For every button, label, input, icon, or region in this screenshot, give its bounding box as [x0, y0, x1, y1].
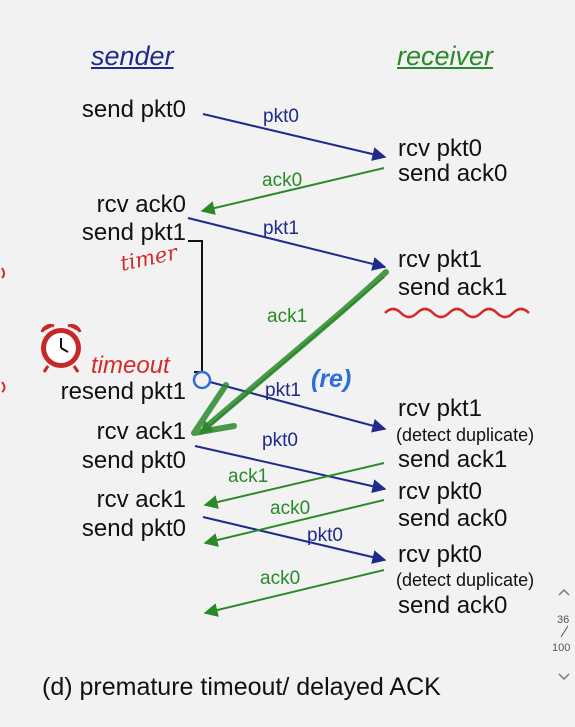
- msg-label-ack0-3: ack0: [260, 568, 301, 589]
- timer-bracket: [188, 240, 203, 373]
- receiver-event-detect-duplicate-2: (detect duplicate): [396, 570, 535, 590]
- pkt1-resend-arrow: [209, 381, 387, 433]
- msg-label-pkt1-2: pkt1: [265, 380, 301, 401]
- receiver-event-send-ack1-1: send ack1: [398, 274, 508, 301]
- receiver-event-rcv-pkt0-3: rcv pkt0: [398, 541, 483, 568]
- sender-event-rcv-ack0: rcv ack0: [96, 191, 186, 218]
- timeout-label: timeout: [91, 352, 170, 379]
- sender-header: sender: [91, 41, 174, 71]
- receiver-event-rcv-pkt1-1: rcv pkt1: [398, 246, 483, 273]
- msg-label-pkt1-1: pkt1: [263, 218, 299, 239]
- msg-label-ack0-1: ack0: [262, 170, 303, 191]
- receiver-event-rcv-pkt1-2: rcv pkt1: [398, 395, 483, 422]
- sender-event-send-pkt0-1: send pkt0: [81, 96, 186, 123]
- ack1-arrow-2: [203, 462, 385, 509]
- sender-event-rcv-ack1-1: rcv ack1: [96, 418, 186, 445]
- receiver-event-send-ack1-2: send ack1: [398, 446, 508, 473]
- figure-caption: (d) premature timeout/ delayed ACK: [42, 673, 441, 701]
- pkt0-arrow-2: [194, 445, 387, 494]
- msg-label-ack1-1: ack1: [267, 306, 308, 327]
- red-squiggle: [384, 307, 530, 319]
- re-annotation: (re): [311, 365, 352, 393]
- sender-event-send-pkt0-2: send pkt0: [81, 447, 186, 474]
- sender-event-rcv-ack1-2: rcv ack1: [96, 486, 186, 513]
- pkt1-arrow-1: [187, 217, 387, 271]
- msg-label-pkt0-2: pkt0: [262, 430, 298, 451]
- msg-label-pkt0-3: pkt0: [307, 525, 343, 546]
- msg-label-pkt0-1: pkt0: [263, 106, 299, 127]
- left-edge-mark-1: [1, 267, 5, 279]
- receiver-event-rcv-pkt0-2: rcv pkt0: [398, 478, 483, 505]
- receiver-event-rcv-pkt0-1: rcv pkt0: [398, 135, 483, 162]
- resend-circle: [192, 370, 212, 390]
- ack0-arrow-1: [200, 167, 385, 215]
- msg-label-ack0-2: ack0: [270, 498, 311, 519]
- msg-label-ack1-2: ack1: [228, 466, 269, 487]
- pkt0-arrow-1: [202, 113, 387, 161]
- sender-event-send-pkt1: send pkt1: [81, 219, 186, 246]
- chevron-up-icon[interactable]: [558, 588, 570, 596]
- ack0-arrow-3: [203, 569, 385, 617]
- page-indicator-current: 36: [557, 614, 570, 626]
- ack0-arrow-2: [203, 499, 385, 547]
- sender-event-resend-pkt1: resend pkt1: [60, 378, 186, 405]
- chevron-down-icon[interactable]: [558, 673, 570, 681]
- receiver-event-detect-duplicate-1: (detect duplicate): [396, 425, 535, 445]
- receiver-event-send-ack0-2: send ack0: [398, 505, 508, 532]
- left-edge-mark-2: [1, 381, 6, 393]
- page-indicator-slash: [560, 625, 569, 638]
- alarm-clock-icon: [40, 323, 82, 373]
- sender-event-send-pkt0-3: send pkt0: [81, 515, 186, 542]
- receiver-header: receiver: [397, 41, 494, 71]
- pkt0-arrow-3: [202, 516, 387, 564]
- receiver-event-send-ack0-1: send ack0: [398, 160, 508, 187]
- handwritten-green-stroke: [202, 269, 389, 431]
- handwritten-green-arrowhead: [191, 382, 237, 436]
- page-indicator-total: 100: [552, 642, 571, 654]
- receiver-event-send-ack0-3: send ack0: [398, 592, 508, 619]
